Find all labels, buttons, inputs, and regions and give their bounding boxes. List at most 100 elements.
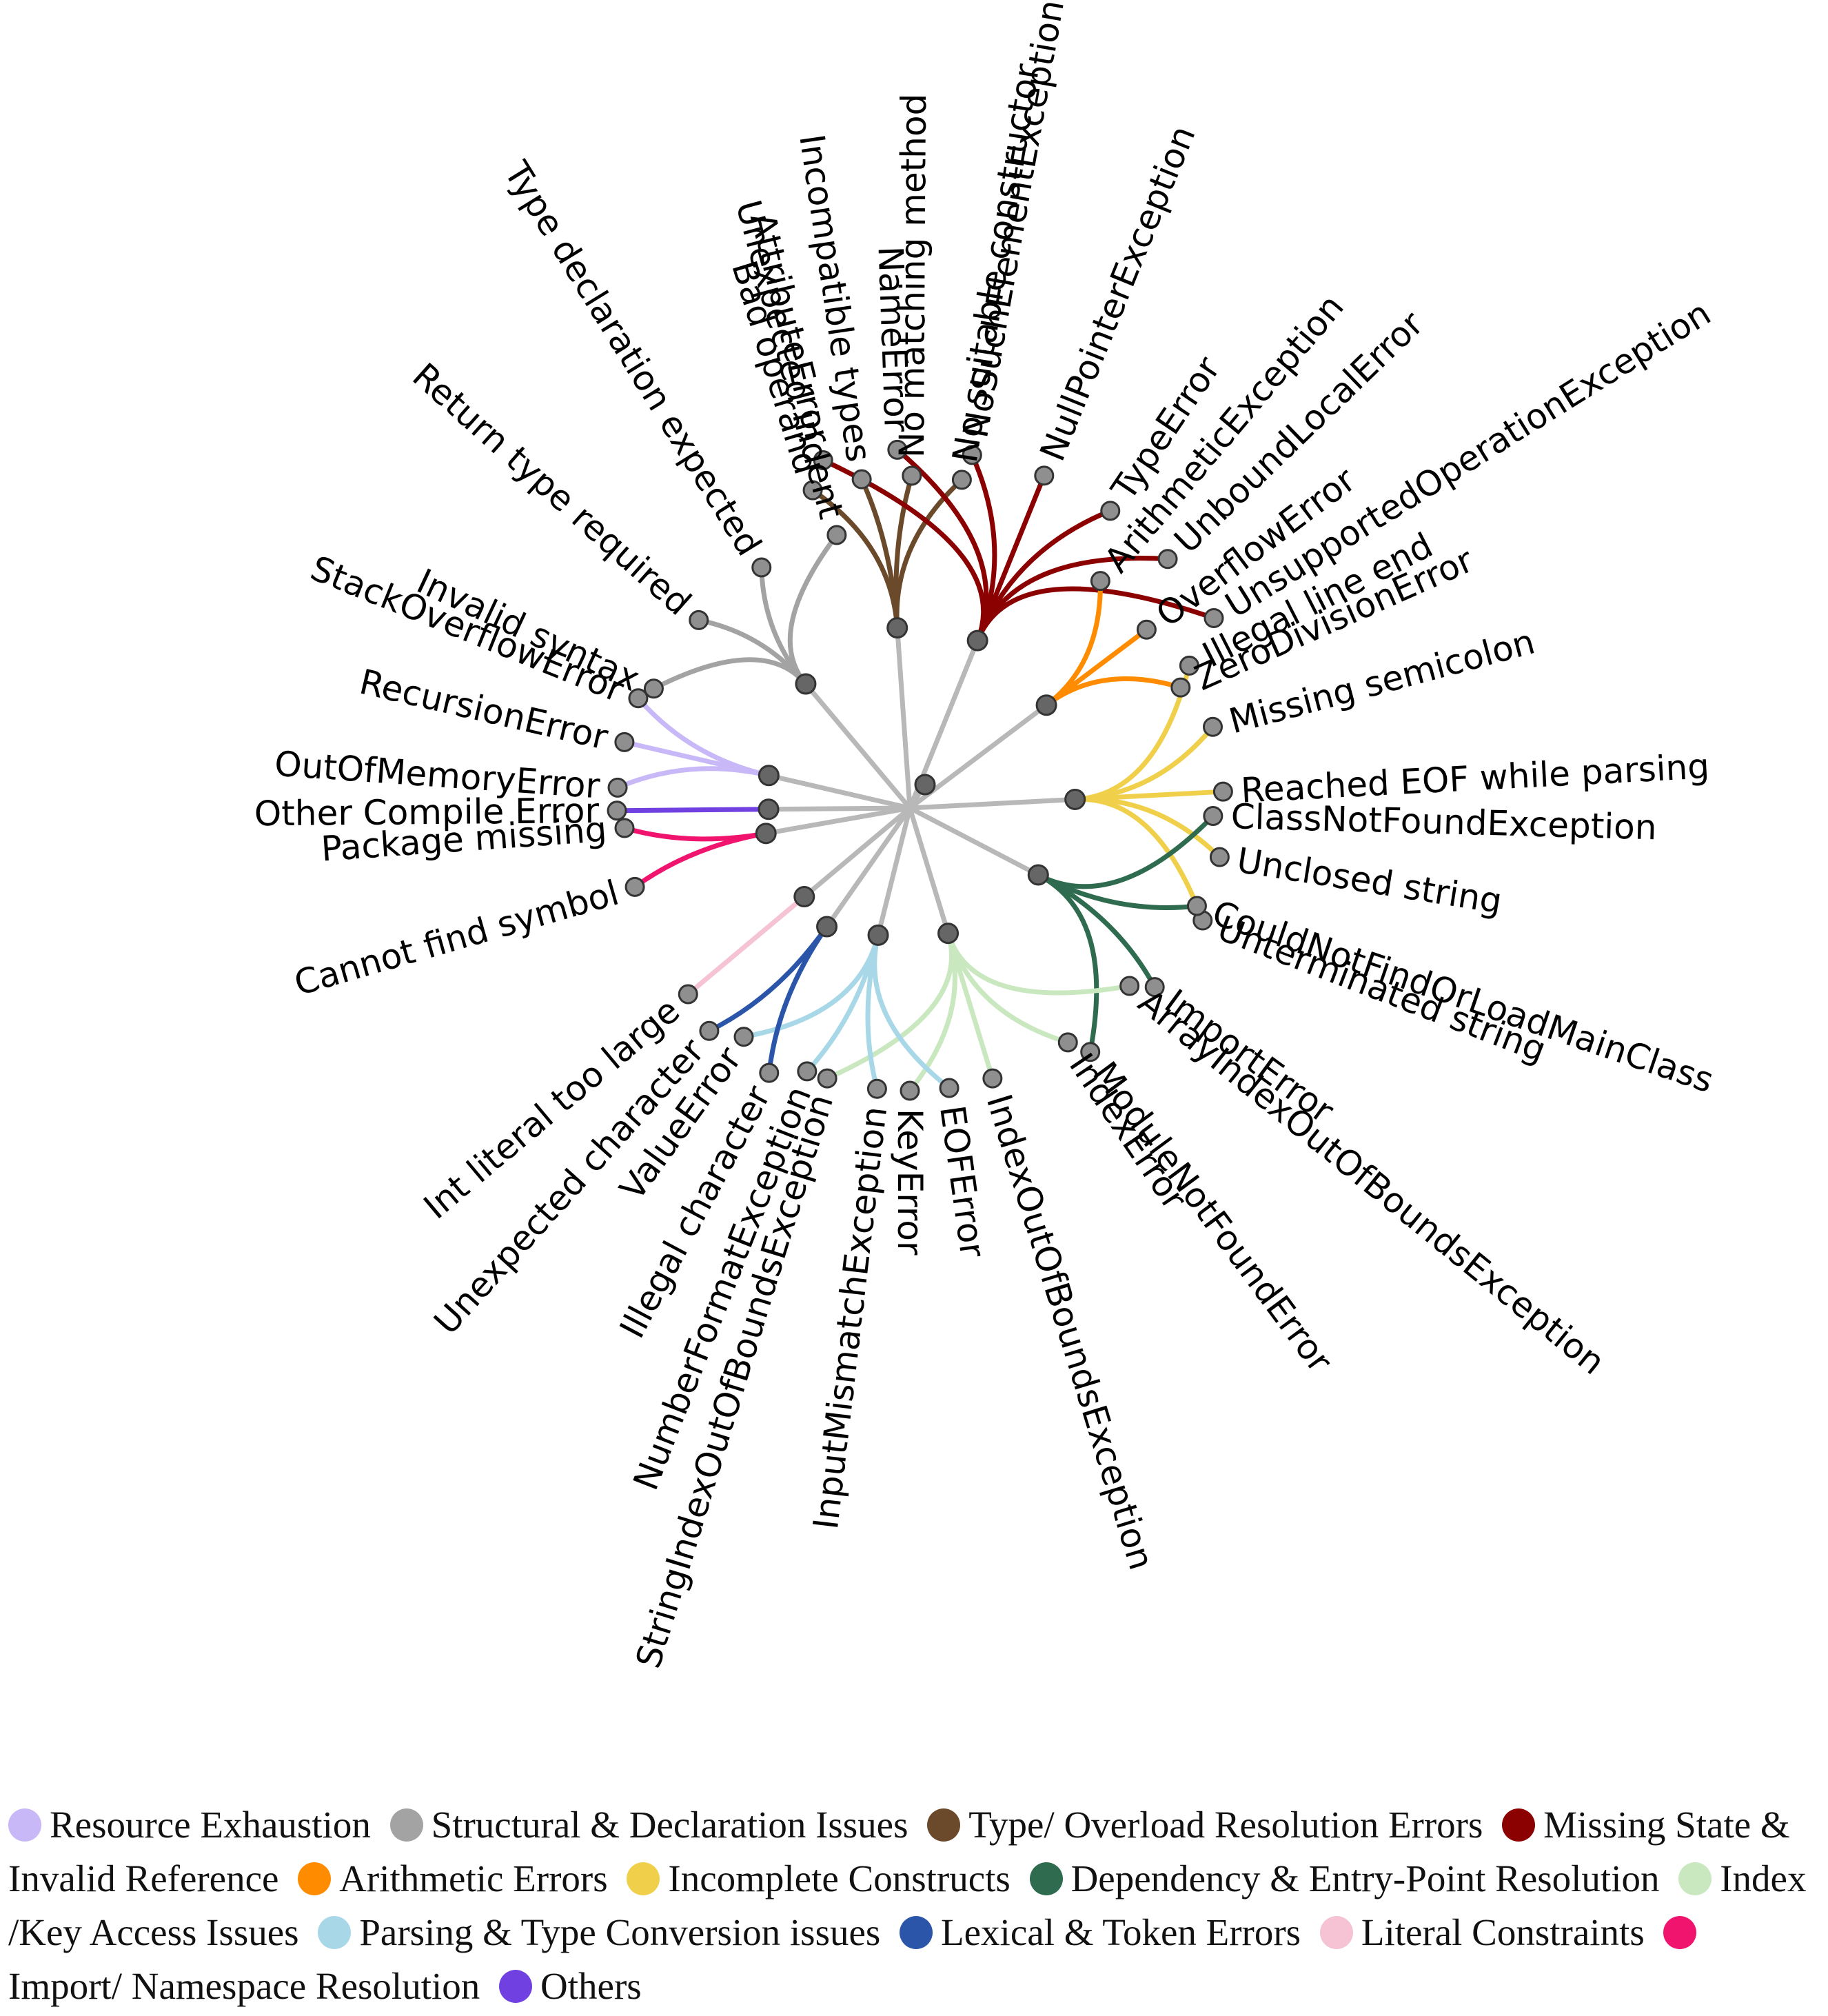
- trunk-edge-lexical: [824, 805, 913, 929]
- category-node-missing: [966, 629, 988, 652]
- legend-label-arith: Arithmetic Errors: [339, 1857, 608, 1899]
- nodes-layer: [607, 439, 1233, 1101]
- legend-swatch-arith: [298, 1862, 332, 1895]
- trunk-edge-resource: [766, 773, 913, 811]
- legend-label-parsing: Parsing & Type Conversion issues: [359, 1911, 881, 1953]
- category-node-incomplete: [1064, 788, 1086, 810]
- legend-swatch-import: [1663, 1916, 1697, 1949]
- legend-swatch-type: [927, 1808, 961, 1842]
- leaf-label-nameerror: NameError: [871, 245, 917, 433]
- leaf-edge-eoferror: [872, 932, 952, 1091]
- leaf-node-inputmismatchexception: [866, 1078, 887, 1099]
- leaf-node-arithmeticexception: [1090, 571, 1110, 592]
- legend-swatch-missing: [1502, 1808, 1536, 1842]
- leaf-edge-cannot-find-symbol: [632, 831, 769, 889]
- legend-swatch-struct: [389, 1808, 423, 1842]
- legend-swatch-others: [499, 1970, 533, 2003]
- legend-swatch-dep: [1029, 1862, 1063, 1895]
- leaf-edge-stackoverflowerror: [636, 696, 771, 778]
- legend-item-missing: Missing State & Invalid Reference: [8, 1804, 1790, 1899]
- leaf-node-missing-semicolon: [1202, 716, 1223, 737]
- leaf-edge-stringindexoutofboundsexception: [824, 931, 955, 1081]
- legend-swatch-lexical: [900, 1916, 933, 1949]
- legend-item-incomplete: Incomplete Constructs: [627, 1857, 1011, 1899]
- legend-label-struct: Structural & Declaration Issues: [431, 1804, 908, 1846]
- leaf-node-valueerror: [733, 1027, 754, 1047]
- root-node: [904, 802, 916, 814]
- leaf-edge-other-compile-error: [614, 807, 771, 814]
- leaf-edge-classnotfoundexception: [1035, 814, 1216, 889]
- leaf-edge-unexpected-indent: [787, 532, 840, 687]
- leaf-node-overflowerror: [1136, 619, 1157, 640]
- leaf-node-keyerror: [900, 1080, 920, 1101]
- legend-item-index: Index /Key Access Issues: [8, 1857, 1806, 1953]
- leaf-node-recursionerror: [614, 732, 635, 752]
- legend-item-literal: Literal Constraints: [1319, 1911, 1645, 1953]
- leaf-node-modulenotfounderror: [1080, 1042, 1101, 1062]
- leaf-edge-valueerror: [741, 932, 881, 1040]
- legend-label-import: Import/ Namespace Resolution: [8, 1965, 480, 2007]
- leaf-node-illegal-character: [759, 1062, 780, 1083]
- leaf-node-outofmemoryerror: [607, 777, 628, 798]
- leaf-node-unexpected-indent: [826, 525, 847, 545]
- legend-label-missing: Missing State & Invalid Reference: [8, 1804, 1790, 1899]
- legend: Resource Exhaustion Structural & Declara…: [8, 1798, 1818, 2013]
- leaf-node-indexoutofboundsexception: [982, 1068, 1003, 1089]
- leaf-edge-unterminated-string: [1073, 796, 1206, 923]
- leaf-edge-keyerror: [907, 931, 957, 1093]
- leaf-node-nameerror: [887, 439, 908, 460]
- leaf-node-attributeerror: [813, 450, 833, 470]
- leaf-node-cannot-find-symbol: [624, 876, 645, 897]
- leaf-node-type-declaration-expected: [751, 557, 772, 578]
- leaf-edge-unsupportedoperationexception: [975, 586, 1217, 643]
- legend-swatch-index: [1678, 1862, 1712, 1895]
- leaf-node-arrayindexoutofboundsexception: [1119, 976, 1140, 996]
- legend-item-type: Type/ Overload Resolution Errors: [927, 1804, 1483, 1846]
- leaf-node-unsupportedoperationexception: [1204, 607, 1224, 628]
- leaf-node-invalid-syntax: [643, 678, 664, 699]
- trunk-edge-import: [763, 805, 913, 836]
- leaf-node-incompatible-types: [851, 469, 872, 490]
- leaf-edge-zerodivisionerror: [1044, 676, 1184, 708]
- leaf-node-stringindexoutofboundsexception: [817, 1068, 837, 1089]
- leaf-label-cannot-find-symbol: Cannot find symbol: [290, 873, 624, 1004]
- leaf-node-other-compile-error: [607, 800, 627, 821]
- legend-label-dep: Dependency & Entry-Point Resolution: [1070, 1857, 1660, 1899]
- edges-layer: [614, 447, 1226, 1093]
- legend-swatch-resource: [8, 1808, 41, 1842]
- trunk-edge-incomplete: [907, 796, 1078, 811]
- trunk-edge-arith: [907, 703, 1049, 811]
- leaf-node-typeerror: [1100, 501, 1121, 521]
- legend-item-others: Others: [499, 1965, 642, 2007]
- leaf-node-int-literal-too-large: [678, 984, 698, 1005]
- legend-item-parsing: Parsing & Type Conversion issues: [318, 1911, 880, 1953]
- leaf-node-package-missing: [614, 818, 635, 838]
- legend-item-import: Import/ Namespace Resolution: [8, 1911, 1705, 2007]
- leaf-node-reached-eof-while-parsing: [1212, 781, 1233, 802]
- category-node-others: [758, 798, 780, 820]
- leaf-node-importerror: [1144, 977, 1165, 998]
- legend-item-arith: Arithmetic Errors: [298, 1857, 608, 1899]
- trunk-edge-index: [907, 805, 951, 936]
- legend-item-dep: Dependency & Entry-Point Resolution: [1029, 1857, 1660, 1899]
- leaf-node-classnotfoundexception: [1203, 806, 1223, 827]
- leaf-node-couldnotfindorloadmainclass: [1186, 896, 1207, 916]
- trunk-edge-others: [766, 805, 913, 812]
- leaf-node-no-matching-method: [902, 465, 922, 486]
- category-node-parsing: [867, 924, 889, 946]
- leaf-label-keyerror: KeyError: [890, 1109, 930, 1256]
- category-node-literal: [793, 886, 815, 908]
- leaf-edge-int-literal-too-large: [685, 894, 807, 997]
- hub-node: [914, 774, 936, 796]
- leaf-node-nosuchelementexception: [962, 445, 982, 465]
- category-node-resource: [758, 765, 780, 787]
- leaf-node-eoferror: [939, 1078, 959, 1098]
- trunk-edge-struct: [803, 681, 913, 811]
- legend-label-index: Index /Key Access Issues: [8, 1857, 1807, 1953]
- legend-item-struct: Structural & Declaration Issues: [389, 1804, 908, 1846]
- trunk-edge-literal: [802, 805, 913, 900]
- category-node-arith: [1035, 694, 1057, 716]
- category-node-dep: [1027, 864, 1049, 886]
